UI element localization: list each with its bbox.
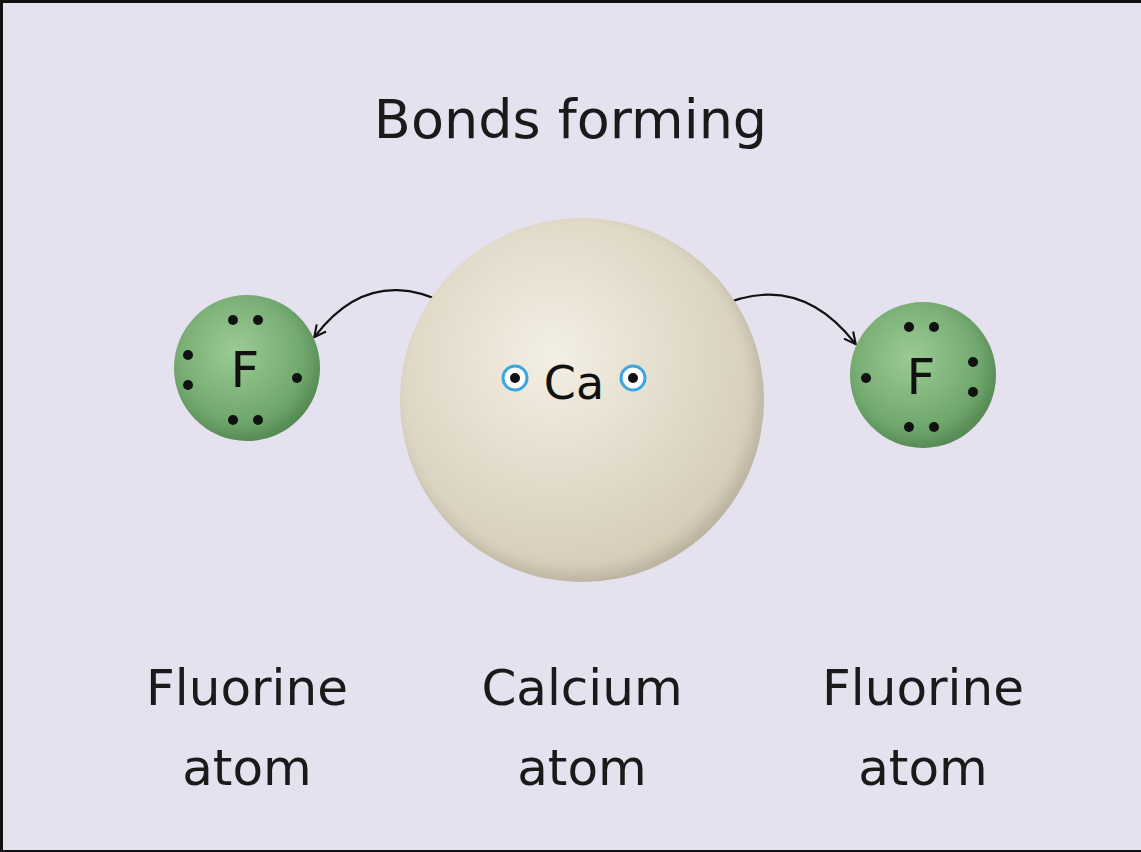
diagram-title: Bonds forming: [0, 88, 1141, 151]
element-symbol: F: [231, 345, 260, 395]
fluorine-atom: FFluorine atom: [850, 302, 996, 448]
atom-label: Fluorine atom: [798, 648, 1048, 808]
atom-label: Fluorine atom: [122, 648, 372, 808]
atom-label: Calcium atom: [457, 648, 707, 808]
element-symbol: F: [907, 352, 936, 402]
fluorine-atom: FFluorine atom: [174, 295, 320, 441]
element-symbol: Ca: [544, 360, 604, 406]
calcium-atom: CaCalcium atom: [400, 218, 764, 582]
